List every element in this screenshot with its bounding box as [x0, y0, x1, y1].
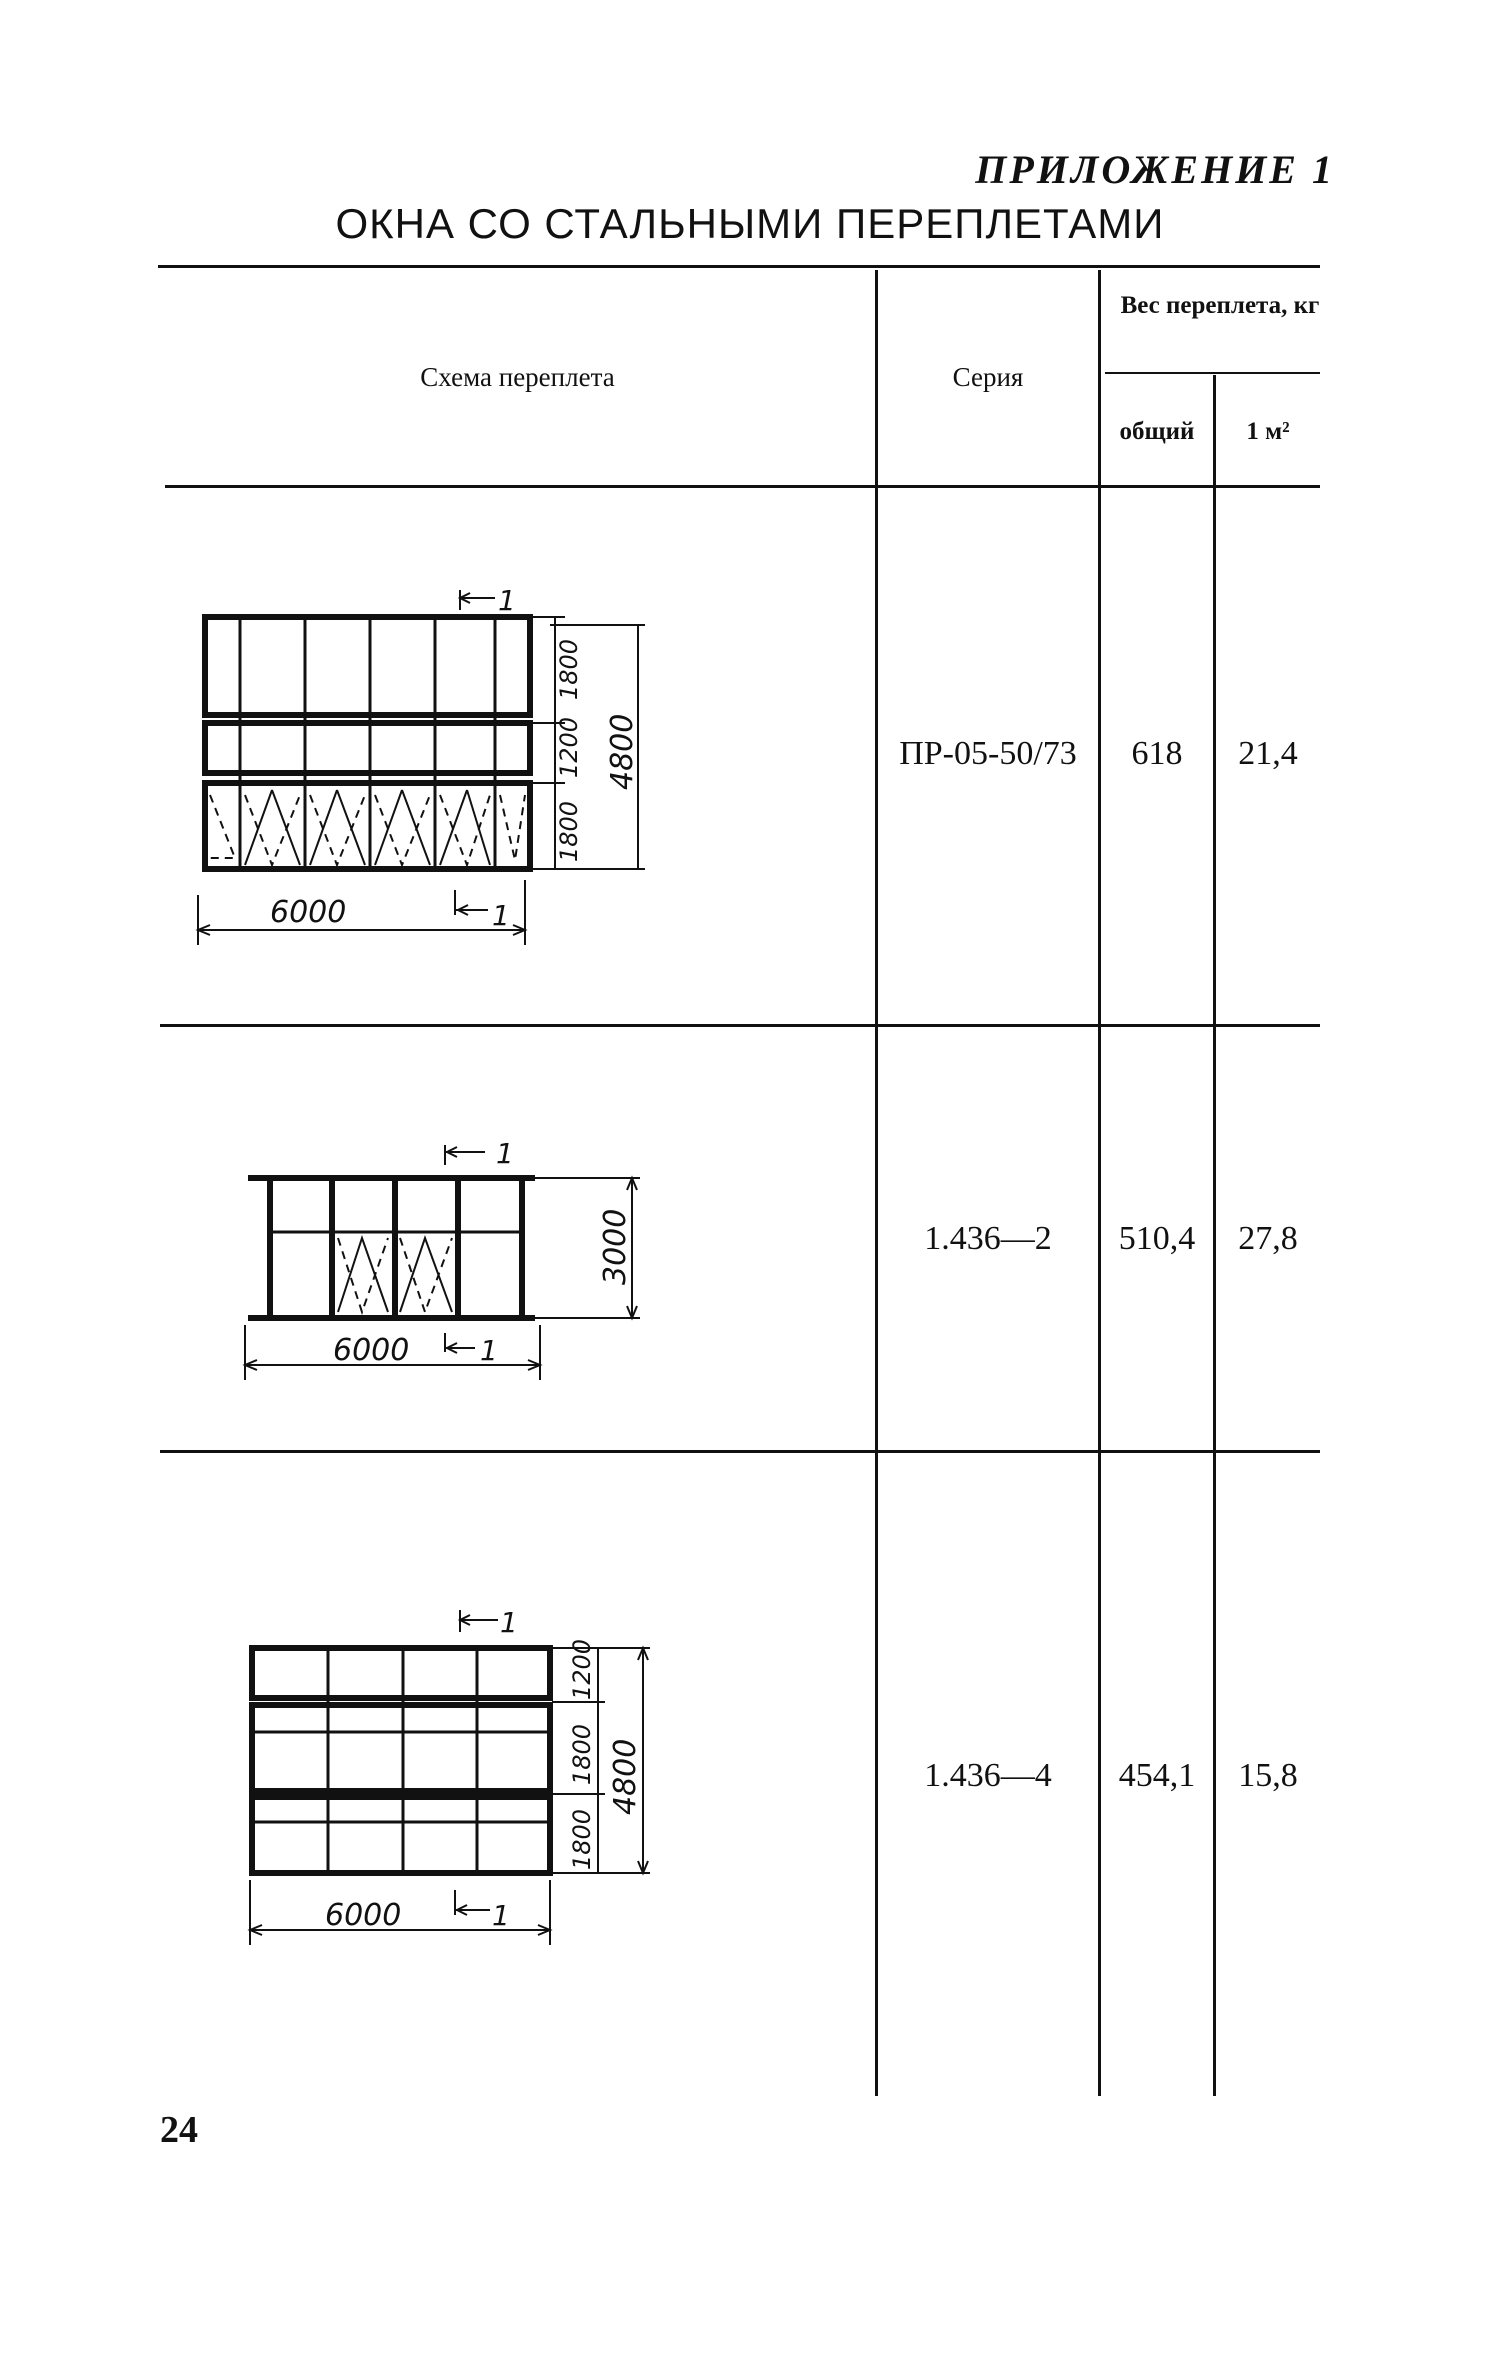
- total-weight-cell: 510,4: [1118, 1220, 1196, 1257]
- section-mark: 1: [492, 1899, 510, 1932]
- per-m2-weight-cell: 15,8: [1238, 1757, 1298, 1794]
- dimension-label: 6000: [325, 1898, 401, 1933]
- dimension-label: 1800: [568, 1809, 596, 1870]
- dimension-label: 1800: [568, 1724, 596, 1785]
- header-bottom-rule: [165, 485, 1320, 488]
- row-2-bottom-rule: [160, 1450, 1320, 1453]
- header-total: общий: [1119, 418, 1195, 445]
- series-cell: 1.436—2: [924, 1220, 1052, 1257]
- header-weight: Вес переплета, кг: [1120, 292, 1320, 319]
- series-column-divider: [875, 270, 878, 2096]
- per-m2-column-divider: [1213, 375, 1216, 2096]
- dimension-label: 1800: [555, 639, 583, 700]
- series-cell: 1.436—4: [924, 1757, 1052, 1794]
- section-mark: 1: [500, 1606, 518, 1639]
- total-weight-cell: 454,1: [1118, 1757, 1196, 1794]
- per-m2-weight-cell: 21,4: [1238, 735, 1298, 772]
- page-title: ОКНА СО СТАЛЬНЫМИ ПЕРЕПЛЕТАМИ: [335, 200, 1165, 247]
- dimension-label: 6000: [270, 895, 346, 930]
- table-top-rule: [158, 265, 1320, 268]
- appendix-label: ПРИЛОЖЕНИЕ 1: [975, 147, 1335, 192]
- dimension-label: 1800: [555, 801, 583, 862]
- section-mark: 1: [480, 1334, 498, 1367]
- total-weight-cell: 618: [1131, 735, 1183, 772]
- dimension-label: 1200: [555, 717, 583, 778]
- dimension-label: 3000: [598, 1209, 633, 1285]
- total-weight-column-divider: [1098, 270, 1101, 2096]
- section-mark: 1: [498, 584, 516, 617]
- dimension-label: 4800: [608, 1739, 643, 1815]
- header-per-m2: 1 м²: [1246, 418, 1290, 445]
- dimension-label: 6000: [333, 1333, 409, 1368]
- section-mark: 1: [492, 899, 510, 932]
- page-number: 24: [160, 2109, 198, 2151]
- weight-subheader-rule: [1105, 372, 1320, 374]
- per-m2-weight-cell: 27,8: [1238, 1220, 1298, 1257]
- header-scheme: Схема переплета: [420, 362, 615, 392]
- section-mark: 1: [496, 1137, 514, 1170]
- dimension-label: 4800: [605, 714, 640, 790]
- series-cell: ПР-05-50/73: [899, 735, 1077, 772]
- dimension-label: 1200: [568, 1639, 596, 1700]
- header-series: Серия: [952, 362, 1024, 392]
- row-1-bottom-rule: [160, 1024, 1320, 1027]
